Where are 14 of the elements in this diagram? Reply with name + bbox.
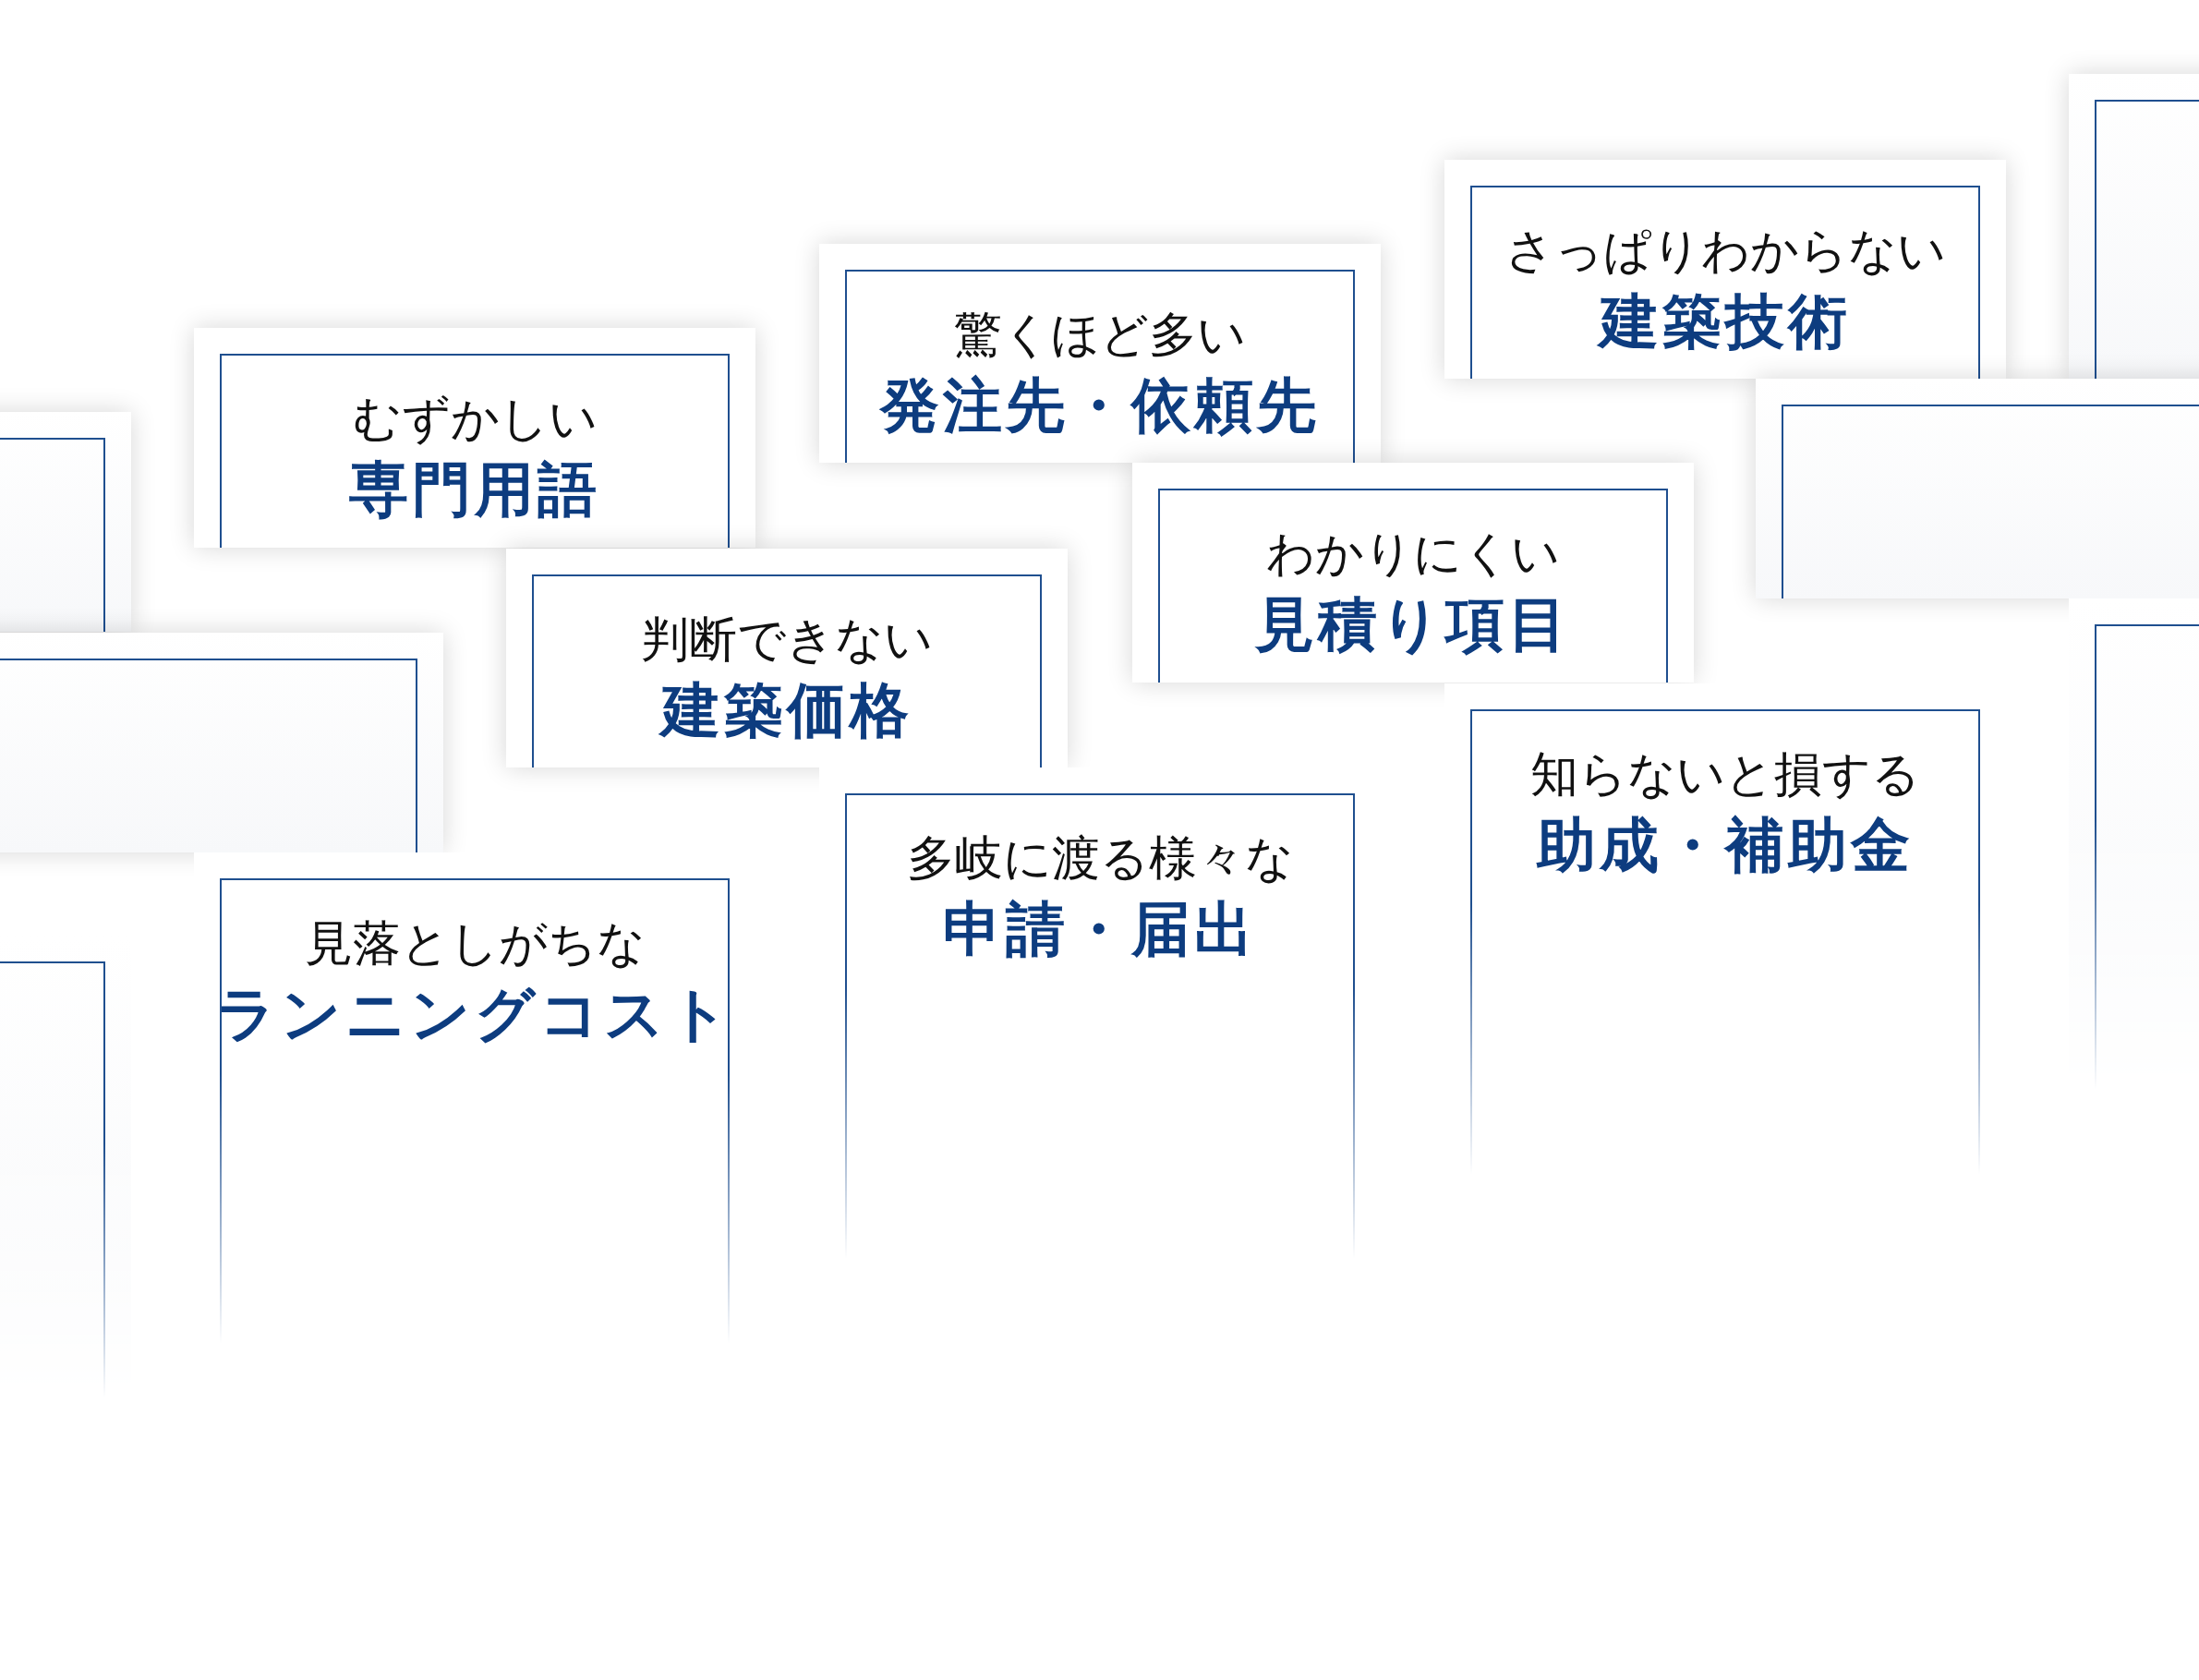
heading-text: 申請・届出 xyxy=(943,894,1257,965)
subtitle-text: わかりにくい xyxy=(1266,525,1560,583)
subtitle-text: 知らないと損する xyxy=(1530,745,1920,804)
subtitle-text: 判断できない xyxy=(641,610,933,669)
heading-text: 助成・補助金 xyxy=(1537,810,1914,881)
subtitle-text: さっぱりわからない xyxy=(1504,222,1946,280)
heading-text: 専門用語 xyxy=(349,454,600,526)
subtitle-text: むずかしい xyxy=(352,390,598,448)
heading-text: ランニングコスト xyxy=(216,979,733,1050)
heading-text: 発注先・依頼先 xyxy=(880,370,1320,441)
subtitle-text: 多岐に渡る様々な xyxy=(906,829,1294,888)
subtitle-text: 見落としがちな xyxy=(304,914,646,973)
subtitle-text: 驚くほど多い xyxy=(954,306,1246,364)
heading-text: 見積り項目 xyxy=(1255,589,1571,660)
